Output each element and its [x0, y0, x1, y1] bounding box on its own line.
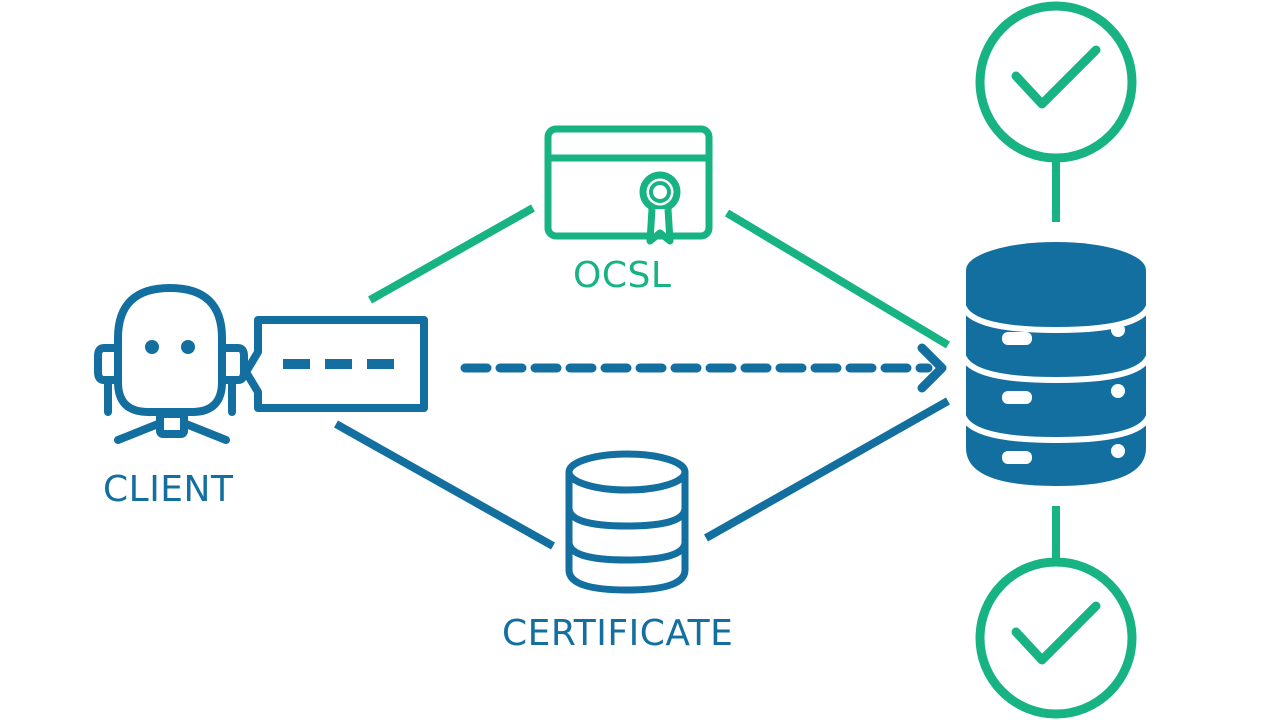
connector-certificate-server	[704, 397, 950, 542]
check-circle-icon-bottom	[975, 557, 1137, 719]
server-stack-icon	[959, 242, 1153, 486]
robot-head-icon	[94, 284, 248, 444]
check-circle-icon-top	[975, 1, 1137, 163]
client-label: CLIENT	[103, 469, 234, 510]
dashed-tag-icon	[242, 316, 428, 412]
database-icon	[565, 450, 689, 594]
ocsl-label: OCSL	[573, 255, 672, 296]
connector-ocsl-server	[724, 209, 951, 349]
connector-client-ocsl	[368, 204, 535, 304]
certificate-label: CERTIFICATE	[502, 613, 734, 654]
certificate-document-icon	[544, 125, 713, 245]
connector-client-certificate	[334, 420, 555, 550]
dashed-arrow	[460, 343, 947, 393]
